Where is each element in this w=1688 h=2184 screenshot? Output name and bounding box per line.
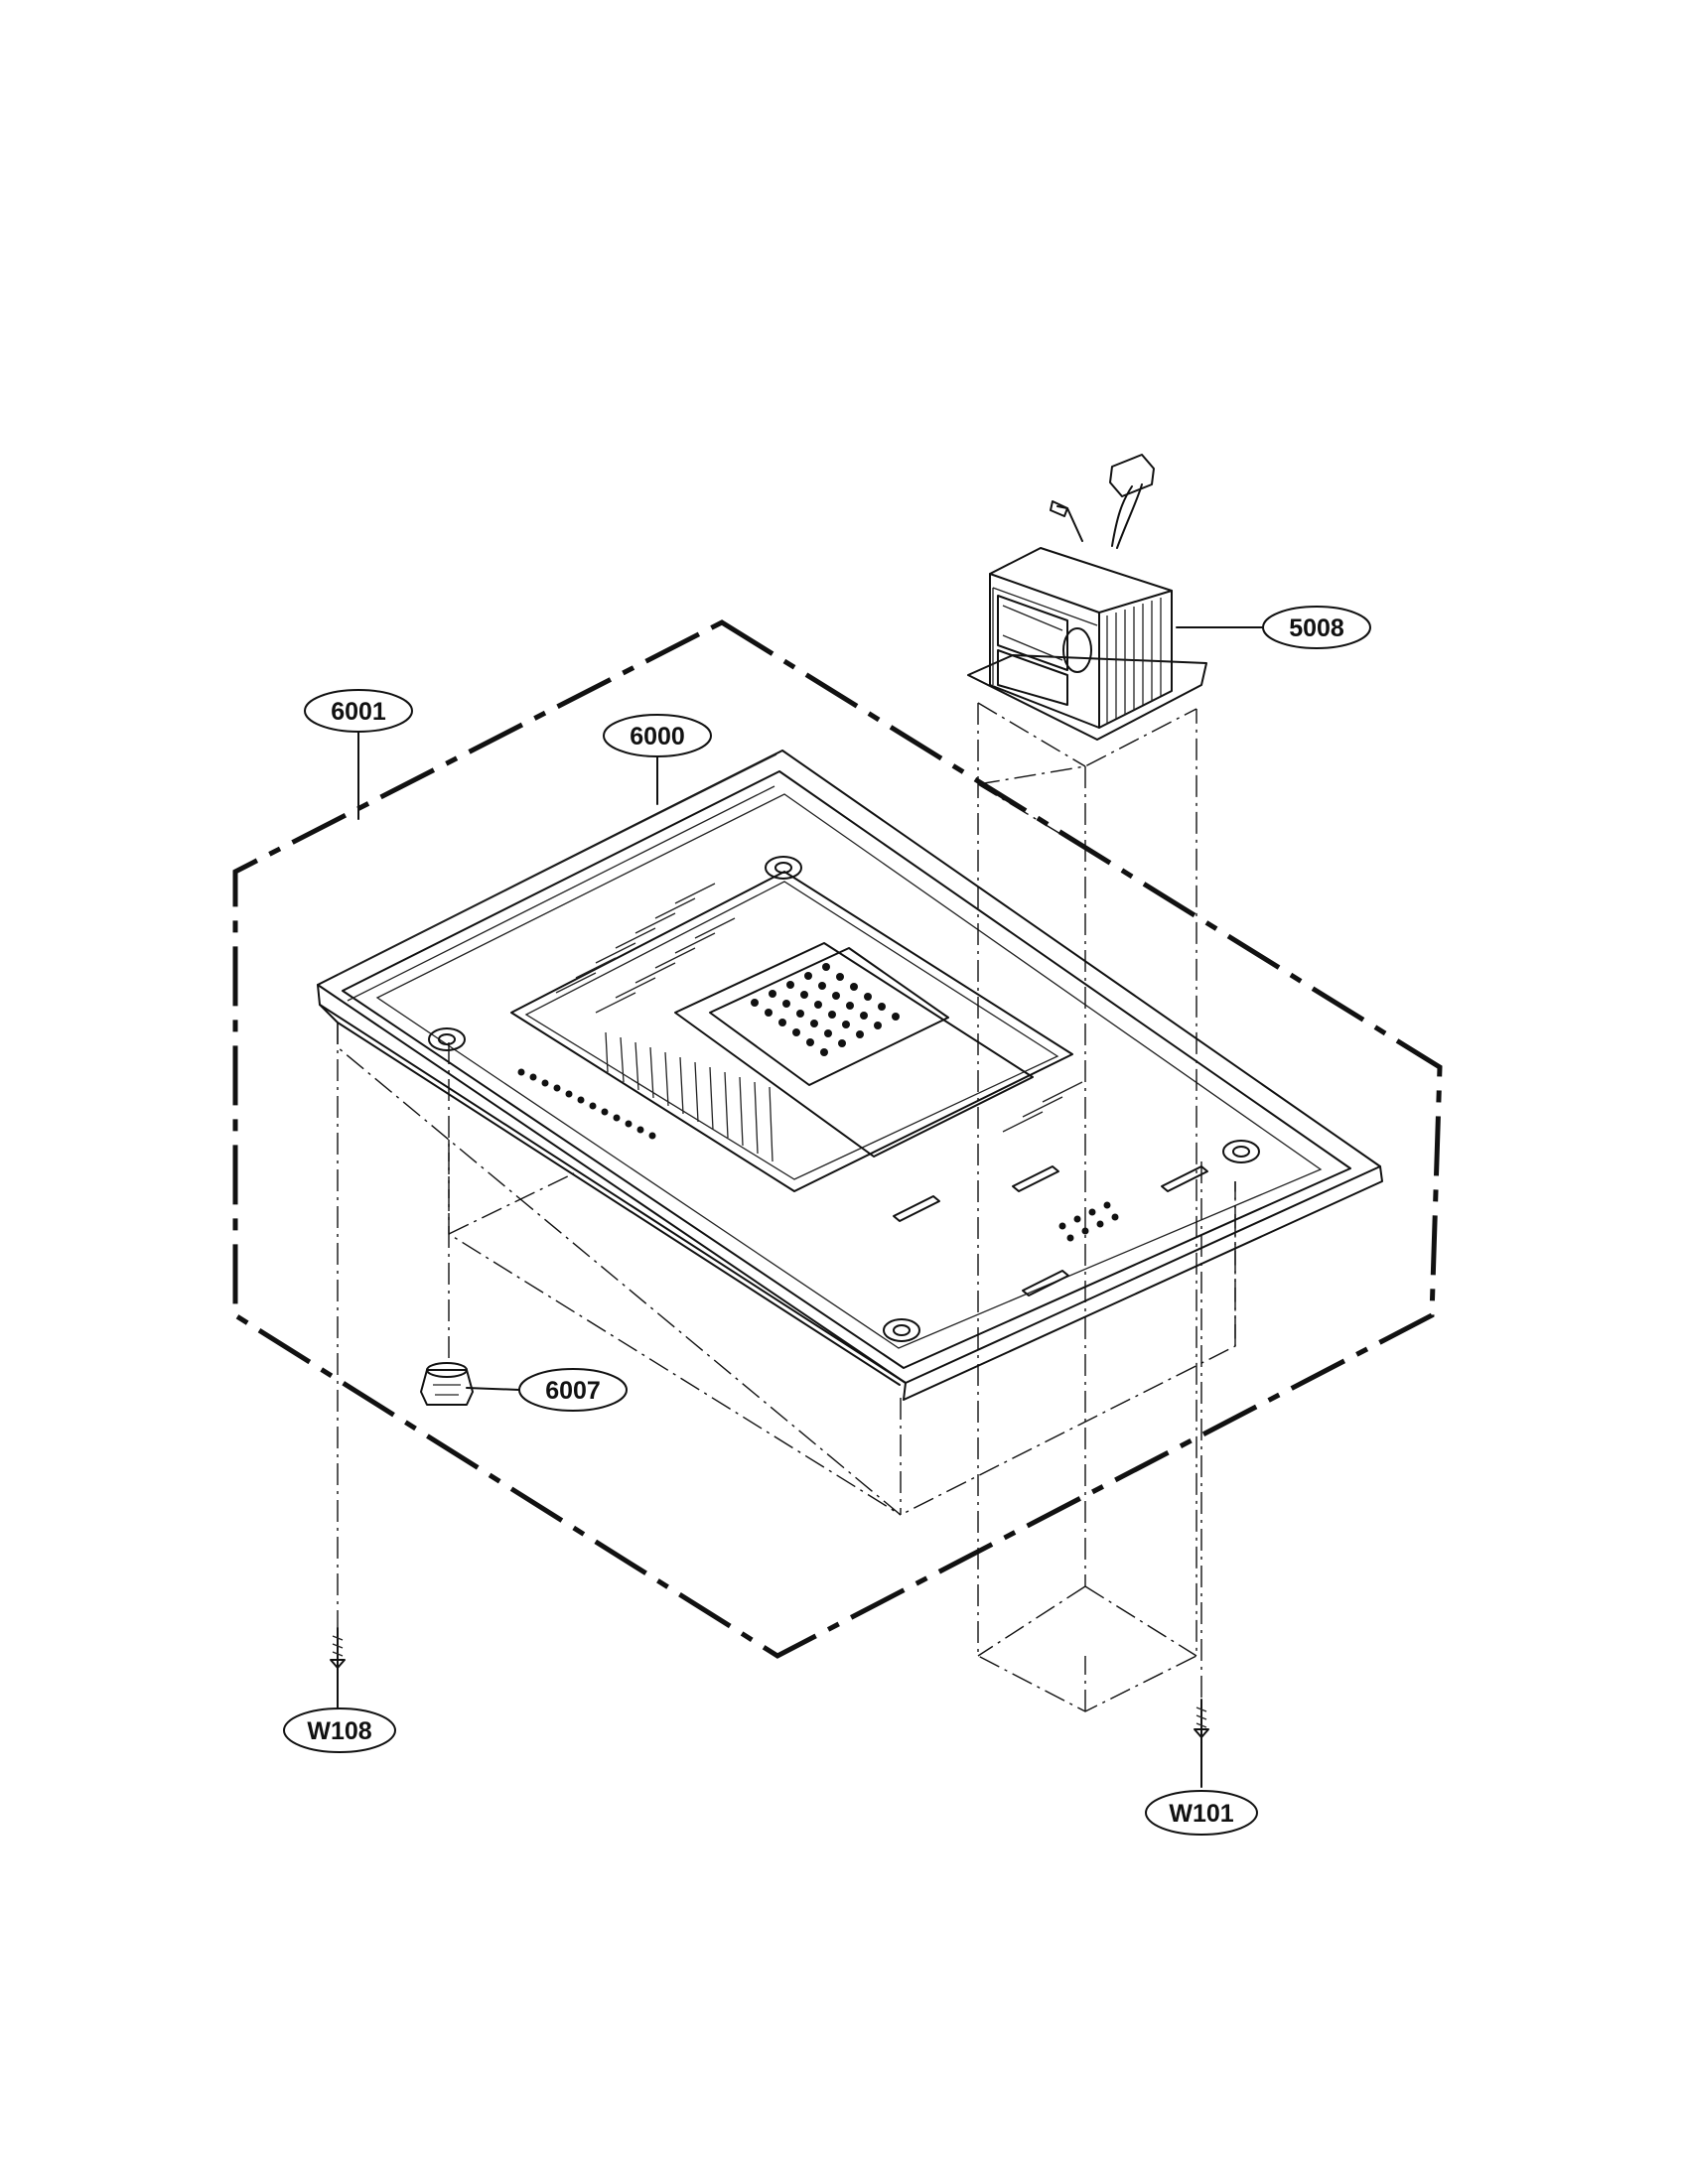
foot-6007: [420, 1362, 474, 1406]
screw-W101: [1194, 1699, 1209, 1744]
callout-6007: 6007: [518, 1368, 628, 1412]
vent-perforations: [751, 963, 900, 1056]
callout-W108-label: W108: [307, 1717, 371, 1745]
callout-W108: W108: [283, 1707, 396, 1753]
transformer-5008: [967, 454, 1207, 741]
fins: [605, 1031, 774, 1162]
callout-W101: W101: [1145, 1790, 1258, 1836]
callout-5008: 5008: [1262, 606, 1371, 649]
front-holes: [517, 1068, 1119, 1242]
transformer-projection: [977, 702, 1197, 1712]
callout-W101-label: W101: [1169, 1800, 1233, 1828]
callout-6007-label: 6007: [545, 1377, 601, 1405]
callout-6000-label: 6000: [630, 723, 685, 751]
corner-feet: [428, 856, 1260, 1342]
callout-6001-label: 6001: [331, 698, 386, 726]
base-plate-6000: [317, 750, 1383, 1401]
plate-projection: [337, 1023, 1236, 1516]
callout-6001: 6001: [304, 689, 413, 733]
fastener-leaders: [337, 1023, 1202, 1698]
callout-5008-label: 5008: [1289, 614, 1344, 642]
screw-W108: [330, 1627, 346, 1674]
assembly-boundary-6001: [232, 619, 1443, 1659]
callout-leaders: [337, 626, 1264, 1788]
ribs: [555, 883, 1083, 1133]
slots: [893, 1165, 1208, 1297]
callout-6000: 6000: [603, 714, 712, 757]
